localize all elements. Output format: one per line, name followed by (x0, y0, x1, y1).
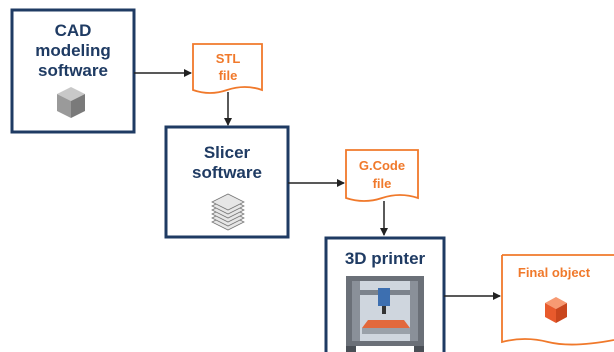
3d-printer-box: 3D printer (324, 236, 446, 352)
gray-cube-icon (57, 87, 85, 118)
final-object-doc: Final object (501, 254, 614, 346)
gcode-file-doc: G.Code file (345, 149, 419, 202)
stl-file-doc: STL file (192, 43, 263, 94)
stl-label-line1: STL (216, 51, 241, 66)
slicer-label-line2: software (192, 163, 262, 182)
gcode-label-line1: G.Code (359, 158, 405, 173)
printer-label: 3D printer (345, 249, 426, 268)
layer-stack-icon (211, 193, 245, 231)
orange-cube-icon (545, 297, 567, 323)
cad-software-box: CAD modeling software (10, 8, 136, 134)
slicer-software-box: Slicer software (164, 125, 290, 239)
cad-label-line1: CAD (55, 21, 92, 40)
final-object-label: Final object (518, 265, 591, 280)
cad-label-line3: software (38, 61, 108, 80)
slicer-label-line1: Slicer (204, 143, 251, 162)
3d-printer-icon (346, 276, 424, 352)
gcode-label-line2: file (373, 176, 392, 191)
cad-label-line2: modeling (35, 41, 111, 60)
stl-label-line2: file (219, 68, 238, 83)
